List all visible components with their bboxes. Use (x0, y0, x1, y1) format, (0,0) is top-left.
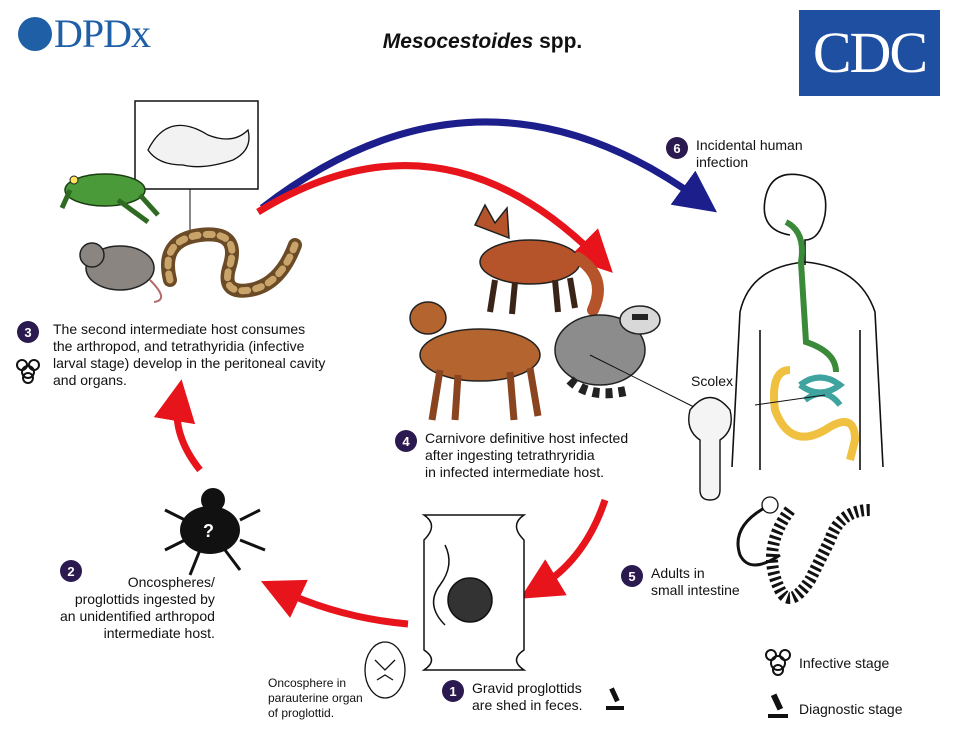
svg-text:?: ? (203, 521, 214, 541)
mouse-illustration (79, 242, 162, 303)
arthropod-illustration: ? (164, 488, 266, 576)
dpdx-logo: DPDx (18, 11, 151, 56)
page-title: Mesocestoides spp. (0, 30, 965, 54)
oncosphere-illustration (364, 641, 406, 699)
microscope-legend-icon (768, 693, 788, 718)
step-3-text: The second intermediate host consumes th… (53, 321, 326, 388)
frog-illustration (59, 173, 160, 225)
arrow-arthropod-to-intermediate (153, 379, 203, 473)
title-genus: Mesocestoides (382, 30, 534, 53)
digestive-tract (754, 219, 860, 461)
biohazard-step3-icon (16, 359, 40, 384)
adult-worm-illustration (736, 496, 871, 604)
dpdx-logo-text: DPDx (54, 11, 151, 56)
step-1-number: 1 (442, 680, 464, 702)
scolex-illustration (688, 396, 732, 501)
step-6-number: 6 (666, 137, 688, 159)
step-4-text: Carnivore definitive host infected after… (425, 430, 629, 480)
step-2-text: Oncospheres/ proglottids ingested by an … (60, 574, 215, 641)
raccoon-illustration (554, 305, 701, 411)
cdc-logo: CDC (799, 10, 940, 96)
dog-illustration (409, 301, 542, 421)
scolex-label: Scolex (691, 373, 734, 389)
step-1: 1 Gravid proglottids are shed in feces. (442, 680, 583, 714)
step-5-text: Adults in small intestine (651, 565, 740, 598)
step-3: 3 The second intermediate host consumes … (17, 321, 325, 389)
step-2-number: 2 (60, 560, 82, 582)
arrow-to-human (259, 118, 717, 213)
legend-diagnostic: Diagnostic stage (799, 701, 903, 717)
microscope-step1-icon (606, 687, 624, 710)
snake-illustration (161, 227, 302, 298)
fox-illustration (473, 203, 604, 316)
legend-infective: Infective stage (799, 655, 890, 671)
step-3-number: 3 (17, 321, 39, 343)
arrow-carnivore-to-proglottid (519, 498, 609, 599)
step-2: 2 Oncospheres/ proglottids ingested by a… (60, 560, 215, 642)
step-6: 6 Incidental human infection (666, 137, 803, 171)
step-4: 4 Carnivore definitive host infected aft… (395, 430, 628, 481)
oncosphere-label: Oncosphere in parauterine organ of progl… (268, 676, 363, 720)
biohazard-legend-icon (765, 649, 791, 676)
step-6-text: Incidental human infection (696, 137, 803, 170)
arrow-proglottid-to-arthropod (260, 579, 409, 628)
step-5-number: 5 (621, 565, 643, 587)
human-outline (731, 173, 884, 470)
proglottid-illustration (421, 514, 527, 671)
step-1-text: Gravid proglottids are shed in feces. (472, 680, 583, 713)
arrow-to-carnivore (256, 162, 613, 273)
dpdx-microscope-icon (18, 17, 52, 51)
title-suffix: spp. (533, 30, 583, 53)
step-5: 5 Adults in small intestine (621, 565, 740, 599)
step-4-number: 4 (395, 430, 417, 452)
